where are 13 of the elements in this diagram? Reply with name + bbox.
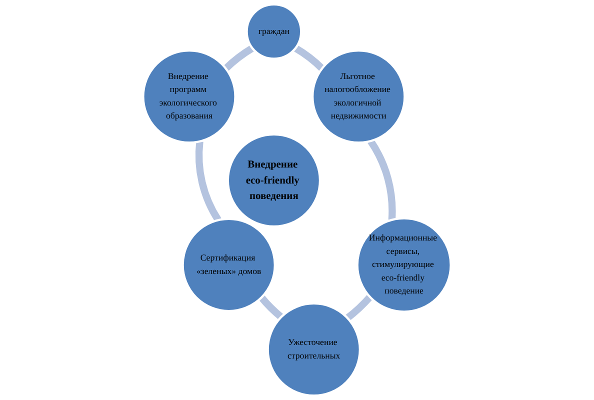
- connector: [223, 45, 254, 72]
- node-circle: Льготное налогообложение экологичной недвижимости: [311, 49, 406, 144]
- node-circle: граждан: [246, 3, 302, 60]
- connector: [345, 294, 373, 321]
- node-circle: Информационные сервисы, стимулирующие eco-friendly поведение: [356, 217, 452, 313]
- node-circle: Сертификация «зеленых» домов: [182, 218, 276, 312]
- node-circle: Внедрение eco-friendly поведения: [226, 133, 322, 228]
- connector: [294, 45, 325, 72]
- connector: [195, 141, 222, 222]
- connector: [368, 139, 396, 220]
- node-circle: Внедрение программ экологического образования: [142, 49, 236, 144]
- node-circle: Ужесточение строительных: [266, 302, 362, 397]
- connector: [258, 295, 284, 320]
